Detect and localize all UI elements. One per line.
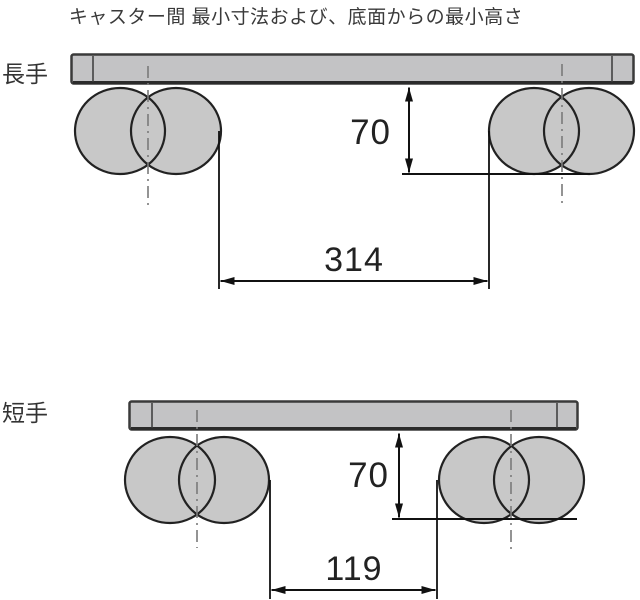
- long-side-plate: [70, 53, 635, 85]
- caster-pair-right: [487, 64, 636, 207]
- diagram-long-side: 長手 70: [2, 53, 636, 289]
- width-dimension-short: 119: [269, 480, 438, 599]
- caster-wheel-fill: [544, 88, 634, 174]
- width-dimension-long: 314: [218, 131, 490, 289]
- diagram-short-side: 短手 70: [2, 400, 586, 599]
- short-side-plate: [128, 400, 579, 431]
- height-dimension-value: 70: [350, 113, 391, 152]
- caster-wheel-fill: [494, 437, 584, 523]
- caster-wheel-outline: [123, 435, 217, 525]
- caster-pair-left: [123, 410, 271, 548]
- caster-wheel-outline: [129, 86, 223, 176]
- caster-pair-left: [73, 66, 223, 207]
- caster-wheel-fill: [131, 88, 221, 174]
- width-dimension-value: 119: [325, 550, 382, 588]
- diagram-title: キャスター間 最小寸法および、底面からの最小高さ: [69, 6, 523, 28]
- height-dimension-long: 70: [350, 87, 590, 175]
- caster-pair-right: [437, 410, 586, 550]
- caster-wheel-outline: [177, 435, 271, 525]
- height-dimension-short: 70: [348, 433, 577, 520]
- plate-body: [70, 53, 635, 85]
- caster-wheel-fill: [179, 437, 269, 523]
- caster-wheel-outline: [73, 86, 167, 176]
- caster-wheel-outline: [492, 435, 586, 525]
- long-side-label: 長手: [2, 61, 48, 87]
- width-dimension-value: 314: [324, 241, 384, 279]
- short-side-label: 短手: [2, 400, 48, 426]
- caster-wheel-outline: [437, 435, 531, 525]
- height-dimension-value: 70: [348, 456, 389, 495]
